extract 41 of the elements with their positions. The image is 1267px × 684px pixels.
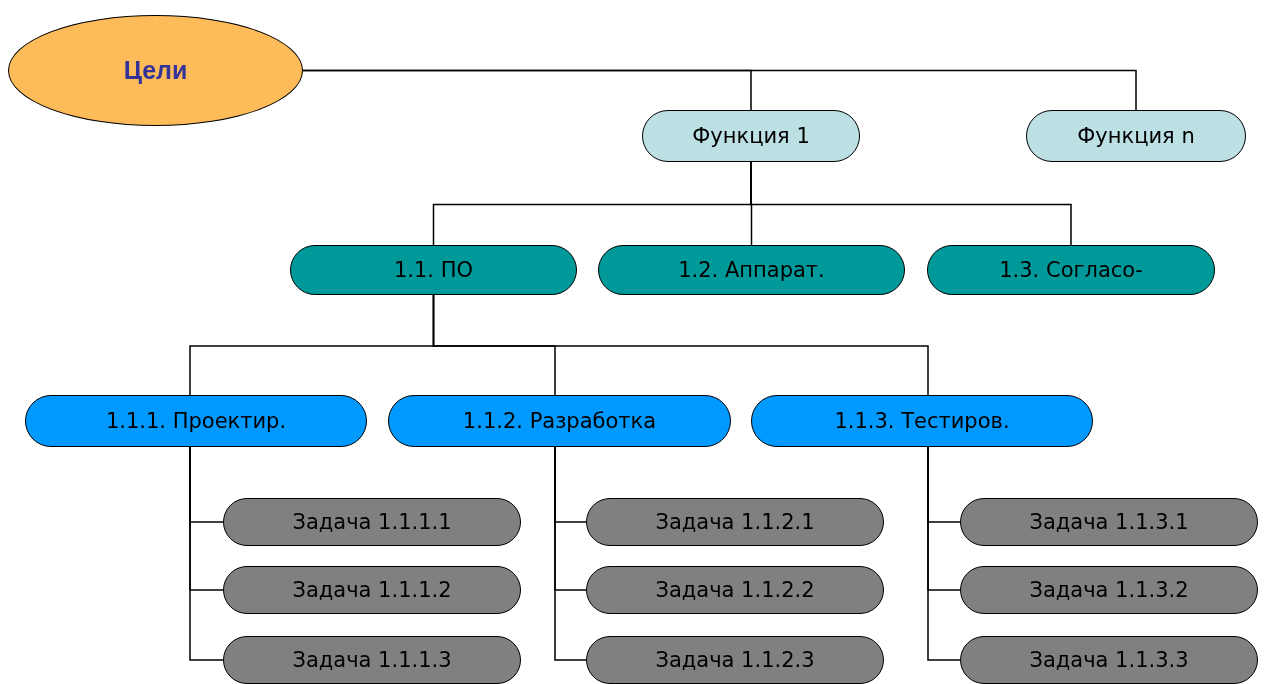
task-pill bbox=[586, 636, 884, 684]
node-label: Задача 1.1.3.2 bbox=[1029, 578, 1189, 602]
node-label: 1.1. ПО bbox=[393, 258, 474, 282]
task-pill bbox=[223, 636, 521, 684]
node-label: Задача 1.1.1.1 bbox=[292, 510, 452, 534]
stage-pill bbox=[388, 395, 731, 447]
connector-line bbox=[750, 161, 1072, 246]
subfunction-pill bbox=[598, 245, 905, 295]
node-label: Задача 1.1.2.3 bbox=[655, 648, 815, 672]
node-label: Функция n bbox=[1077, 124, 1195, 148]
connector-line bbox=[432, 294, 929, 396]
node-label: 1.1.3. Тестиров. bbox=[834, 409, 1010, 433]
node-label: 1.1.1. Проектир. bbox=[105, 409, 287, 433]
node-label: Задача 1.1.2.1 bbox=[655, 510, 815, 534]
task-pill bbox=[586, 498, 884, 546]
task-pill bbox=[586, 566, 884, 614]
node-label: Функция 1 bbox=[692, 124, 810, 148]
node-label: 1.2. Аппарат. bbox=[678, 258, 825, 282]
node-label: Задача 1.1.1.3 bbox=[292, 648, 452, 672]
subfunction-pill bbox=[290, 245, 577, 295]
node-label: 1.1.2. Разработка bbox=[462, 409, 657, 433]
task-pill bbox=[223, 498, 521, 546]
node-label: Задача 1.1.1.2 bbox=[292, 578, 452, 602]
connector-line bbox=[927, 446, 961, 661]
task-pill bbox=[960, 498, 1258, 546]
node-label: Задача 1.1.3.3 bbox=[1029, 648, 1189, 672]
function-pill bbox=[1026, 110, 1246, 162]
node-label: Цели bbox=[123, 56, 188, 85]
task-pill bbox=[960, 566, 1258, 614]
node-label: Задача 1.1.3.1 bbox=[1029, 510, 1189, 534]
stage-pill bbox=[25, 395, 367, 447]
task-pill bbox=[960, 636, 1258, 684]
connector-line bbox=[189, 446, 224, 661]
task-pill bbox=[223, 566, 521, 614]
node-label: 1.3. Согласо- bbox=[999, 258, 1143, 282]
stage-pill bbox=[751, 395, 1093, 447]
subfunction-pill bbox=[927, 245, 1215, 295]
connector-line bbox=[554, 446, 587, 661]
connector-line bbox=[302, 69, 1137, 111]
node-label: Задача 1.1.2.2 bbox=[655, 578, 815, 602]
function-pill bbox=[642, 110, 860, 162]
